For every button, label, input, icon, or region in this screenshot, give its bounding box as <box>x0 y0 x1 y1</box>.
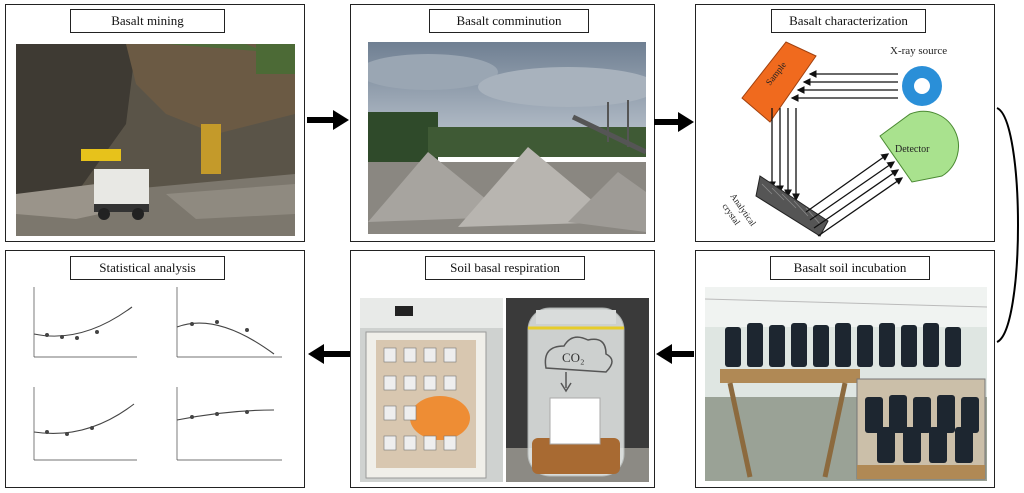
xrf-diagram: Sample X-ray source Analytical crystal D… <box>720 41 959 237</box>
regression-plot-2 <box>176 287 282 358</box>
arrow-comminution-to-characterization <box>654 112 694 132</box>
regression-plot-1 <box>33 287 137 358</box>
panel-statistical-analysis <box>5 250 305 488</box>
co2-label: CO₂ <box>562 350 585 365</box>
incubator-photo <box>360 298 503 482</box>
analytical-crystal <box>755 175 829 237</box>
arrow-incubation-to-respiration <box>656 344 694 364</box>
incubation-photo <box>705 287 987 481</box>
jar-photo: CO₂ <box>506 298 649 482</box>
detector-icon <box>879 110 959 183</box>
xray-source-label: X-ray source <box>890 45 947 57</box>
arrow-respiration-to-statistics <box>308 344 350 364</box>
arrow-mining-to-comminution <box>307 110 349 130</box>
regression-plot-4 <box>176 387 282 461</box>
detector-label: Detector <box>895 144 930 155</box>
statistical-plots <box>33 287 282 461</box>
panel-title-statistical-analysis: Statistical analysis <box>70 256 225 280</box>
co2-cloud-icon <box>544 336 613 373</box>
panel-title-basalt-comminution: Basalt comminution <box>429 9 589 33</box>
panel-title-basalt-mining: Basalt mining <box>70 9 225 33</box>
panel-title-soil-basal-respiration: Soil basal respiration <box>425 256 585 280</box>
mining-photo <box>16 44 295 236</box>
panel-title-basalt-soil-incubation: Basalt soil incubation <box>770 256 930 280</box>
comminution-photo <box>368 42 646 234</box>
panel-title-basalt-characterization: Basalt characterization <box>771 9 926 33</box>
regression-plot-3 <box>33 387 137 461</box>
sample-block <box>741 41 817 123</box>
arrow-characterization-to-incubation <box>996 107 1019 343</box>
